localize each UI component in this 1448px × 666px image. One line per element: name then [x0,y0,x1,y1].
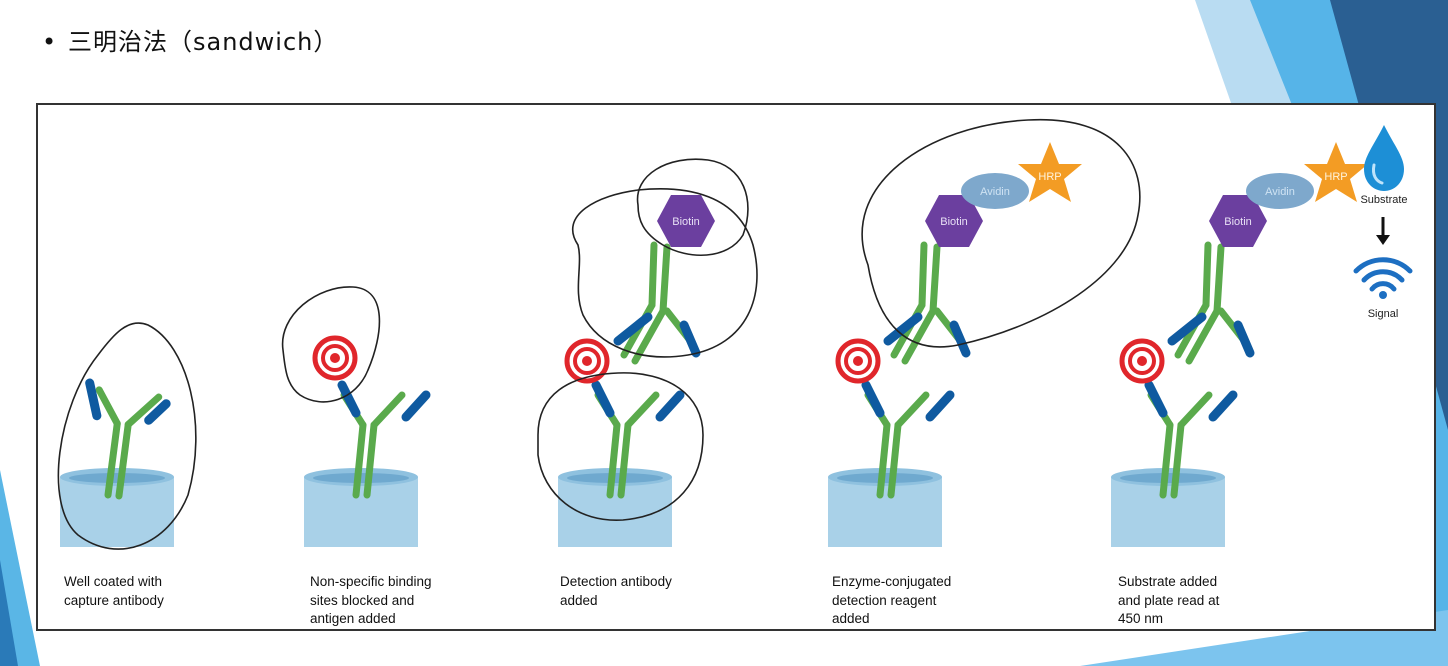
step-3-caption: Detection antibody added [560,574,672,608]
step-5-diagram: Biotin Avidin HRP Substrate Signal [1111,125,1413,547]
avidin-icon [1246,173,1314,209]
handwritten-circle [861,118,1141,348]
hrp-label: HRP [1324,171,1347,183]
antigen-icon [838,341,878,381]
hrp-label: HRP [1038,171,1061,183]
step-2-caption: Non-specific binding sites blocked and a… [310,574,432,626]
biotin-label: Biotin [940,216,968,228]
signal-label: Signal [1368,308,1399,320]
handwritten-circle [636,158,749,256]
avidin-label: Avidin [1265,186,1295,198]
antigen-icon [315,338,355,378]
avidin-icon [961,173,1029,209]
handwritten-circle [57,322,197,550]
handwritten-circle [537,372,704,521]
elisa-diagram: Biotin [57,118,1413,550]
step-5-caption: Substrate added and plate read at 450 nm [1118,574,1220,626]
step-2-diagram [281,286,431,547]
step-1-diagram [57,322,197,550]
slide-heading: • 三明治法（sandwich） [42,22,338,57]
bullet: • [42,28,58,56]
biotin-label: Biotin [672,216,700,228]
signal-icon [1353,257,1413,299]
heading-text: 三明治法（sandwich） [68,28,339,56]
antigen-icon [1122,341,1162,381]
handwritten-circle [281,286,381,403]
step-1-caption: Well coated with capture antibody [64,574,164,608]
substrate-label: Substrate [1360,194,1407,206]
avidin-label: Avidin [980,186,1010,198]
biotin-label: Biotin [1224,216,1252,228]
step-3-diagram: Biotin [537,158,758,547]
step-4-caption: Enzyme-conjugated detection reagent adde… [832,574,952,626]
elisa-diagram-panel: Biotin [36,103,1436,631]
substrate-drop-icon [1364,125,1404,191]
handwritten-circle [571,188,758,358]
step-4-diagram: Biotin Avidin HRP [828,118,1141,547]
